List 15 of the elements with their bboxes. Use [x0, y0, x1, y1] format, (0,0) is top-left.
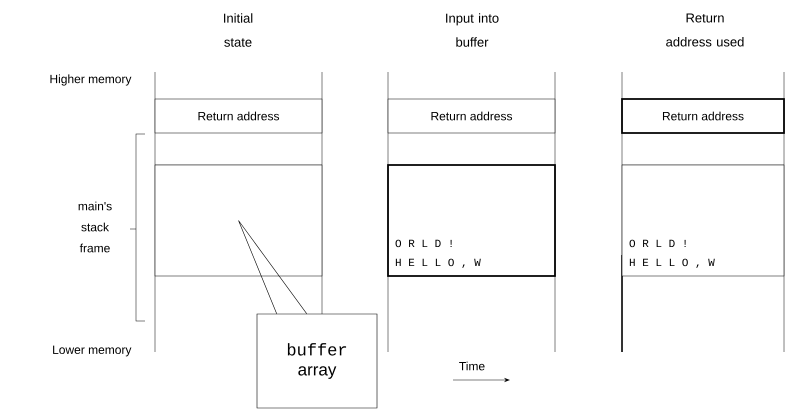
brace-label: main's stack frame	[78, 202, 112, 252]
axis-label: Lower memory	[53, 346, 132, 356]
column-heading: Input into buffer	[446, 13, 499, 47]
return-address-cell: Return address	[154, 98, 322, 134]
column-heading: Initial state	[224, 13, 252, 47]
column-heading: Return address used	[666, 13, 744, 47]
axis-label: Higher memory	[50, 74, 132, 86]
time-label: Time	[459, 362, 485, 370]
buffer-cell: O R L D ! H E L L O , W	[387, 164, 556, 277]
callout-pointer	[238, 220, 307, 314]
return-address-cell: Return address	[621, 98, 785, 134]
buffer-cell	[154, 164, 322, 276]
callout-box: buffer array	[256, 314, 378, 408]
buffer-cell: O R L D ! H E L L O , W	[622, 164, 784, 276]
return-address-cell: Return address	[388, 98, 556, 134]
